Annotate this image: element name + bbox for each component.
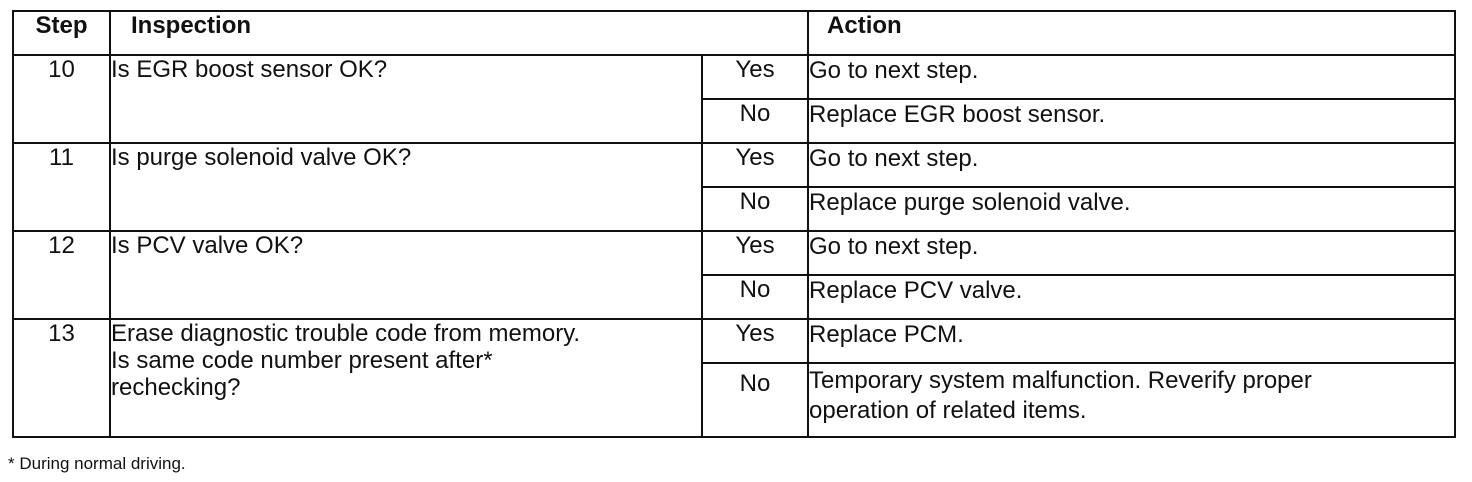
header-action-label: Action [827,12,902,39]
yes-action: Replace PCM. [807,318,1457,364]
step-number: 13 [12,318,111,438]
step-number: 12 [12,230,111,320]
action-line: operation of related items. [809,397,1087,424]
footnote: * During normal driving. [8,454,186,473]
inspection-line: Is same code number present after* [111,347,493,374]
header-inspection-label: Inspection [131,12,252,39]
inspection-text: Erase diagnostic trouble code from memor… [109,318,703,438]
header-step: Step [12,10,111,56]
no-label: No [700,98,810,144]
table-row: 12 Is PCV valve OK? Yes Go to next step. [12,230,1457,320]
yes-action: Go to next step. [807,54,1457,100]
action-line: Temporary system malfunction. Reverify p… [809,367,1312,394]
yes-label: Yes [700,230,810,276]
inspection-line: rechecking? [111,374,241,401]
header-inspection: Inspection [108,10,810,56]
yes-label: Yes [700,318,810,364]
yes-action: Go to next step. [807,142,1457,188]
header-action: Action [807,10,1457,56]
yes-label: Yes [700,54,810,100]
no-action: Replace EGR boost sensor. [807,98,1457,144]
inspection-text: Is purge solenoid valve OK? [109,142,703,232]
inspection-text: Is PCV valve OK? [109,230,703,320]
diagnostic-table: Step Inspection Action 10 Is EGR boost s… [12,10,1457,438]
header-row: Step Inspection Action [12,10,1457,56]
no-label: No [700,274,810,320]
no-action: Replace purge solenoid valve. [807,186,1457,232]
table-row: No Replace PCV valve. [13,274,1457,320]
no-label: No [700,362,810,438]
yes-action: Go to next step. [807,230,1457,276]
table-row: No Replace purge solenoid valve. [13,186,1457,232]
table-row: No Temporary system malfunction. Reverif… [13,362,1457,438]
table-row: 11 Is purge solenoid valve OK? Yes Go to… [12,142,1457,232]
table-row: No Replace EGR boost sensor. [13,98,1457,144]
table-row: 13 Erase diagnostic trouble code from me… [12,318,1457,438]
no-action: Replace PCV valve. [807,274,1457,320]
table-row: 10 Is EGR boost sensor OK? Yes Go to nex… [12,54,1457,144]
no-action: Temporary system malfunction. Reverify p… [807,362,1457,438]
step-number: 10 [12,54,111,144]
step-number: 11 [12,142,111,232]
yes-label: Yes [700,142,810,188]
inspection-line: Erase diagnostic trouble code from memor… [111,320,581,347]
no-label: No [700,186,810,232]
inspection-text: Is EGR boost sensor OK? [109,54,703,144]
